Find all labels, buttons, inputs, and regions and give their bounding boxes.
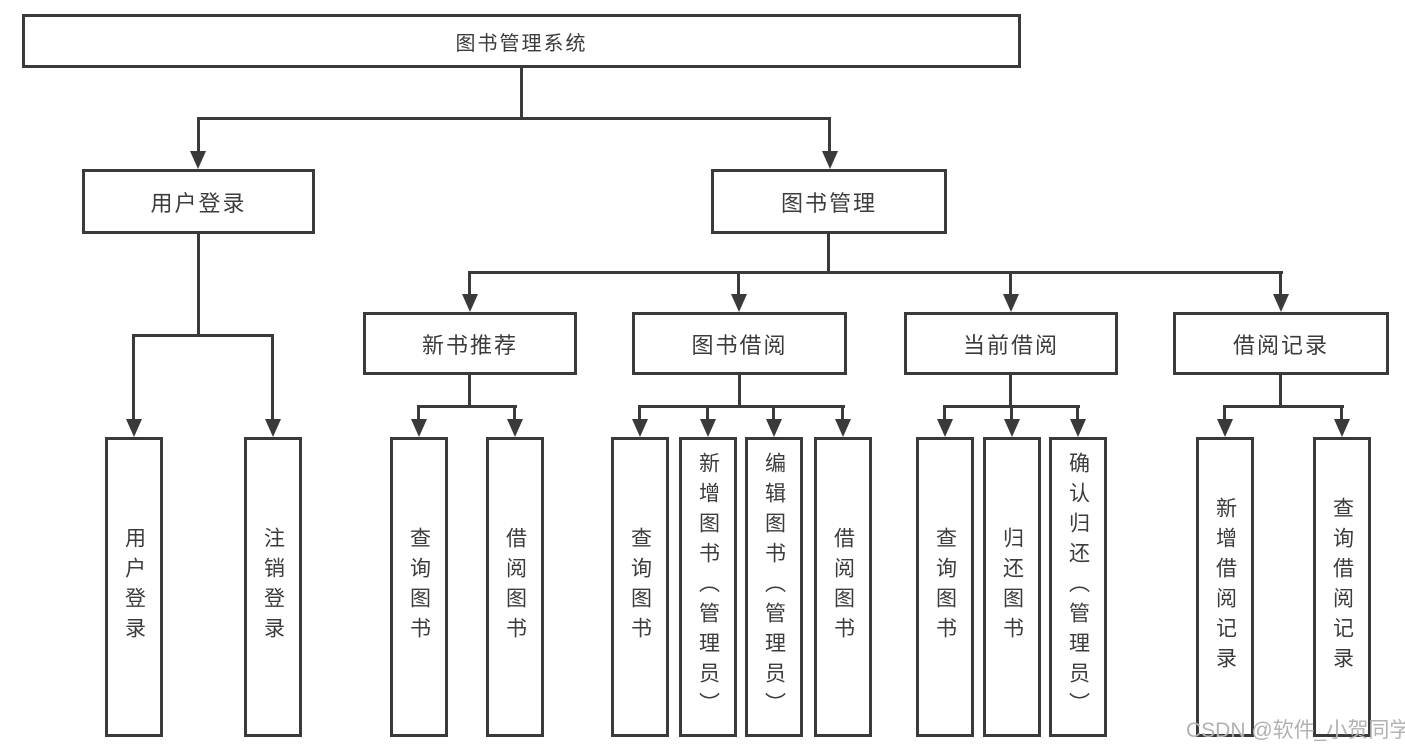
arrow-down-icon — [731, 294, 747, 312]
connector-line — [828, 117, 831, 151]
arrow-down-icon — [190, 151, 206, 169]
arrow-down-icon — [1334, 419, 1350, 437]
leaf-add-borrow-record: 新增借阅记录 — [1196, 437, 1254, 737]
connector-line — [737, 271, 740, 294]
connector-line — [417, 405, 517, 408]
arrow-down-icon — [822, 151, 838, 169]
leaf-query-books-borrow: 查询图书 — [611, 437, 669, 737]
connector-line — [468, 271, 471, 294]
connector-line — [1009, 375, 1012, 407]
arrow-down-icon — [1004, 419, 1020, 437]
node-label: 编辑图书（管理员） — [762, 452, 786, 722]
connector-line — [1279, 375, 1282, 407]
arrow-down-icon — [411, 419, 427, 437]
connector-line — [1010, 405, 1013, 419]
connector-line — [468, 375, 471, 407]
node-label: 归还图书 — [1000, 527, 1024, 647]
node-label: 用户登录 — [122, 527, 146, 647]
arrow-down-icon — [937, 419, 953, 437]
arrow-down-icon — [1070, 419, 1086, 437]
node-label: 借阅图书 — [503, 527, 527, 647]
connector-line — [513, 405, 516, 419]
connector-line — [132, 334, 135, 419]
connector-line — [132, 334, 274, 337]
node-label: 查询图书 — [628, 527, 652, 647]
leaf-query-books-recommend: 查询图书 — [390, 437, 448, 737]
node-book-management: 图书管理 — [711, 169, 947, 234]
connector-line — [197, 117, 200, 151]
arrow-down-icon — [632, 419, 648, 437]
connector-line — [520, 67, 523, 119]
node-current-borrow: 当前借阅 — [904, 312, 1118, 375]
leaf-add-book-admin: 新增图书（管理员） — [679, 437, 737, 737]
node-label: 图书管理系统 — [455, 32, 588, 55]
node-book-borrow: 图书借阅 — [632, 312, 847, 375]
node-label: 图书管理 — [780, 190, 877, 216]
leaf-borrow-books-recommend: 借阅图书 — [486, 437, 544, 737]
arrow-down-icon — [1217, 419, 1233, 437]
connector-line — [841, 405, 844, 419]
node-label: 新书推荐 — [421, 332, 518, 358]
connector-line — [417, 405, 420, 419]
node-label: 查询借阅记录 — [1330, 497, 1354, 677]
leaf-borrow-books: 借阅图书 — [814, 437, 872, 737]
node-label: 当前借阅 — [962, 332, 1059, 358]
node-borrow-records: 借阅记录 — [1173, 312, 1389, 375]
node-user-login: 用户登录 — [82, 169, 315, 234]
node-label: 图书借阅 — [691, 332, 788, 358]
connector-line — [468, 271, 1283, 274]
connector-line — [638, 405, 641, 419]
node-label: 借阅图书 — [831, 527, 855, 647]
connector-line — [827, 233, 830, 274]
connector-line — [638, 405, 845, 408]
arrow-down-icon — [835, 419, 851, 437]
connector-line — [1009, 271, 1012, 294]
connector-line — [197, 117, 831, 120]
connector-line — [738, 375, 741, 407]
arrow-down-icon — [1273, 294, 1289, 312]
connector-line — [706, 405, 709, 419]
arrow-down-icon — [126, 419, 142, 437]
arrow-down-icon — [507, 419, 523, 437]
node-label: 新增借阅记录 — [1213, 497, 1237, 677]
connector-line — [1279, 271, 1282, 294]
leaf-user-login: 用户登录 — [105, 437, 163, 737]
leaf-confirm-return-admin: 确认归还（管理员） — [1049, 437, 1107, 737]
connector-line — [943, 405, 946, 419]
leaf-logout: 注销登录 — [244, 437, 302, 737]
connector-line — [197, 233, 200, 336]
connector-line — [271, 334, 274, 419]
arrow-down-icon — [462, 294, 478, 312]
connector-line — [1076, 405, 1079, 419]
arrow-down-icon — [700, 419, 716, 437]
connector-line — [1340, 405, 1343, 419]
connector-line — [1223, 405, 1344, 408]
node-label: 确认归还（管理员） — [1066, 452, 1090, 722]
node-label: 查询图书 — [407, 527, 431, 647]
node-label: 注销登录 — [261, 527, 285, 647]
leaf-query-borrow-record: 查询借阅记录 — [1313, 437, 1371, 737]
node-label: 用户登录 — [150, 190, 247, 216]
leaf-return-book: 归还图书 — [983, 437, 1041, 737]
arrow-down-icon — [766, 419, 782, 437]
arrow-down-icon — [1003, 294, 1019, 312]
node-label: 查询图书 — [933, 527, 957, 647]
connector-line — [1223, 405, 1226, 419]
arrow-down-icon — [265, 419, 281, 437]
node-label: 新增图书（管理员） — [696, 452, 720, 722]
node-library-system: 图书管理系统 — [22, 14, 1021, 68]
leaf-query-books-current: 查询图书 — [916, 437, 974, 737]
leaf-edit-book-admin: 编辑图书（管理员） — [745, 437, 803, 737]
connector-line — [772, 405, 775, 419]
node-new-book-recommend: 新书推荐 — [363, 312, 577, 375]
node-label: 借阅记录 — [1232, 332, 1329, 358]
watermark: CSDN @软件_小贺同学 — [1186, 719, 1405, 742]
